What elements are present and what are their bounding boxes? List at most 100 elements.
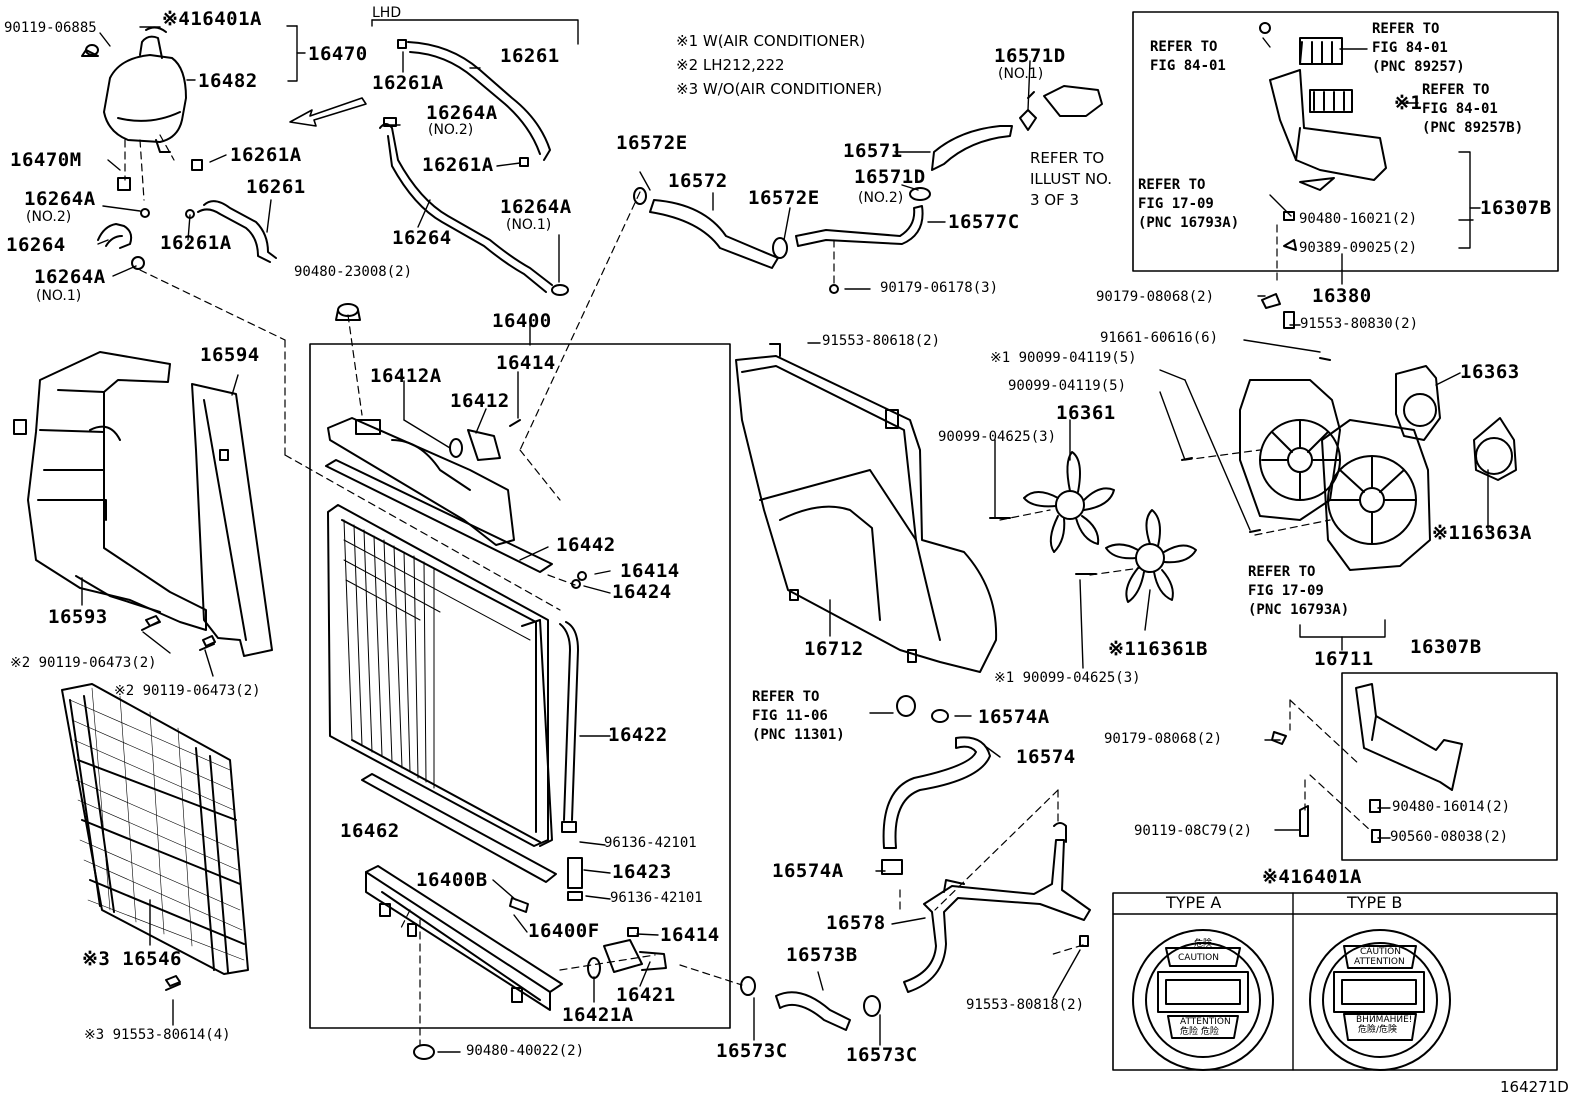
refer-to-illust: REFER TO ILLUST NO. 3 OF 3 <box>1030 149 1113 209</box>
label-16261-lhd: 16261 <box>500 45 560 67</box>
label-16264a-no2: 16264A <box>24 188 96 210</box>
label-16401a-top: ※416401A <box>162 8 262 30</box>
label-no1: (NO.1) <box>36 288 82 304</box>
label-16470m: 16470M <box>10 149 82 171</box>
label-16462: 16462 <box>340 820 400 842</box>
label-16363a: ※116363A <box>1432 522 1532 544</box>
hose-16572-drawing <box>633 187 788 269</box>
air-guide-16594-drawing <box>191 383 273 657</box>
small-hoses-left <box>97 200 277 270</box>
cap-a-text-4: 危险 危险 <box>1180 1027 1219 1037</box>
relay-bracket-box <box>1132 11 1559 272</box>
label-90099-04119-a: ※1 90099-04119(5) <box>990 350 1137 366</box>
label-no2: (NO.2) <box>26 209 72 225</box>
label-90119-06473-b: ※2 90119-06473(2) <box>114 683 261 699</box>
radiator-drawing <box>325 303 557 883</box>
label-16572: 16572 <box>668 170 728 192</box>
illustration-number: 164271D <box>1500 1078 1569 1096</box>
label-16261: 16261 <box>246 176 306 198</box>
label-90389-09025: 90389-09025(2) <box>1299 240 1418 256</box>
label-16571d-no1: 16571D <box>994 45 1066 67</box>
label-90119-08c79: 90119-08C79(2) <box>1134 823 1253 839</box>
label-16361b: ※116361B <box>1108 638 1208 660</box>
label-90099-04625-a: 90099-04625(3) <box>938 429 1057 445</box>
hose-16577c-drawing <box>795 187 931 294</box>
label-16572e-mid: 16572E <box>748 187 820 209</box>
label-16261a-1: 16261A <box>230 144 302 166</box>
label-90119-06473-a: ※2 90119-06473(2) <box>10 655 157 671</box>
fan-motors <box>1395 365 1517 481</box>
cap-type-b-drawing <box>1309 929 1451 1071</box>
cap-b-text-4: 危險/危険 <box>1358 1025 1398 1035</box>
label-16422: 16422 <box>608 724 668 746</box>
refer-fig-17-09-a: REFER TO FIG 17-09 (PNC 16793A) <box>1138 177 1240 231</box>
label-90119-06885: 90119-06885 <box>4 20 97 36</box>
label-16264a-no1: 16264A <box>34 266 106 288</box>
bracket-16307b-drawing <box>1271 683 1463 843</box>
label-no2-lhd: (NO.2) <box>428 122 474 138</box>
label-16264-lhd: 16264 <box>392 227 452 249</box>
direction-arrow <box>289 97 367 127</box>
refer-fig-11-06: REFER TO FIG 11-06 (PNC 11301) <box>752 689 845 743</box>
label-91553-80618: 91553-80618(2) <box>822 333 941 349</box>
reserve-tank-drawing <box>81 26 203 191</box>
label-90480-16021: 90480-16021(2) <box>1299 211 1418 227</box>
lhd-label: LHD <box>372 5 402 21</box>
label-16307b-top: 16307B <box>1480 197 1552 219</box>
label-90480-16014: 90480-16014(2) <box>1392 799 1511 815</box>
label-16421: 16421 <box>616 984 676 1006</box>
label-16363: 16363 <box>1460 361 1520 383</box>
label-96136-42101-a: 96136-42101 <box>604 835 697 851</box>
label-90179-08068-a: 90179-08068(2) <box>1096 289 1215 305</box>
cap-b-text-3: BHИMAHИE! <box>1356 1015 1413 1025</box>
label-16574a-bottom: 16574A <box>772 860 844 882</box>
screen-16546-drawing <box>61 683 249 975</box>
label-no2-16571d: (NO.2) <box>858 190 904 206</box>
label-16712: 16712 <box>804 638 864 660</box>
fan-16361-drawing <box>1023 451 1115 553</box>
shroud-16593-drawing <box>13 351 207 631</box>
label-16572e-top: 16572E <box>616 132 688 154</box>
label-91661-60616: 91661-60616(6) <box>1100 330 1219 346</box>
label-91553-80830: 91553-80830(2) <box>1300 316 1419 332</box>
label-16400: 16400 <box>492 310 552 332</box>
label-16594: 16594 <box>200 344 260 366</box>
cap-type-a-title: TYPE A <box>1166 893 1222 912</box>
radiator-lower-hose <box>559 571 587 901</box>
label-90480-23008: 90480-23008(2) <box>294 264 413 280</box>
hose-16573-drawing <box>740 976 881 1031</box>
alignment-dashes <box>124 134 1371 1046</box>
note-3: ※3 W/O(AIR CONDITIONER) <box>676 80 883 98</box>
label-90560-08038: 90560-08038(2) <box>1390 829 1509 845</box>
hose-16571-drawing <box>931 85 1103 171</box>
bolts <box>141 419 521 991</box>
label-16307b-bottom: 16307B <box>1410 636 1482 658</box>
radiator-lower-tank <box>365 865 667 1060</box>
lhd-hose-drawing <box>379 39 569 296</box>
hose-16578-drawing <box>903 822 1091 993</box>
label-16470: 16470 <box>308 43 368 65</box>
cap-type-b-title: TYPE B <box>1347 893 1403 912</box>
cap-a-text-1: 危険 <box>1194 939 1213 949</box>
label-16574a-top: 16574A <box>978 706 1050 728</box>
label-16414-bottom: 16414 <box>660 924 720 946</box>
refer-fig-84-01-a: REFER TO FIG 84-01 <box>1150 39 1226 74</box>
refer-fig-17-09-b: REFER TO FIG 17-09 (PNC 16793A) <box>1248 564 1350 618</box>
cap-type-a-drawing <box>1132 929 1274 1071</box>
label-16423: 16423 <box>612 861 672 883</box>
label-16361: 16361 <box>1056 402 1116 424</box>
note-1: ※1 W(AIR CONDITIONER) <box>676 32 866 50</box>
label-16573c-a: 16573C <box>716 1040 788 1062</box>
label-91553-80818: 91553-80818(2) <box>966 997 1085 1013</box>
fan-16361b-drawing <box>1105 509 1197 603</box>
label-91553-80614: ※3 91553-80614(4) <box>84 1027 231 1043</box>
label-16400f: 16400F <box>528 920 600 942</box>
label-16414-top: 16414 <box>496 352 556 374</box>
relay-bracket-drawing <box>1259 22 1387 329</box>
label-90480-40022: 90480-40022(2) <box>466 1043 585 1059</box>
label-16546: ※3 16546 <box>82 948 182 970</box>
label-no1-lhd: (NO.1) <box>506 217 552 233</box>
label-16573c-b: 16573C <box>846 1044 918 1066</box>
